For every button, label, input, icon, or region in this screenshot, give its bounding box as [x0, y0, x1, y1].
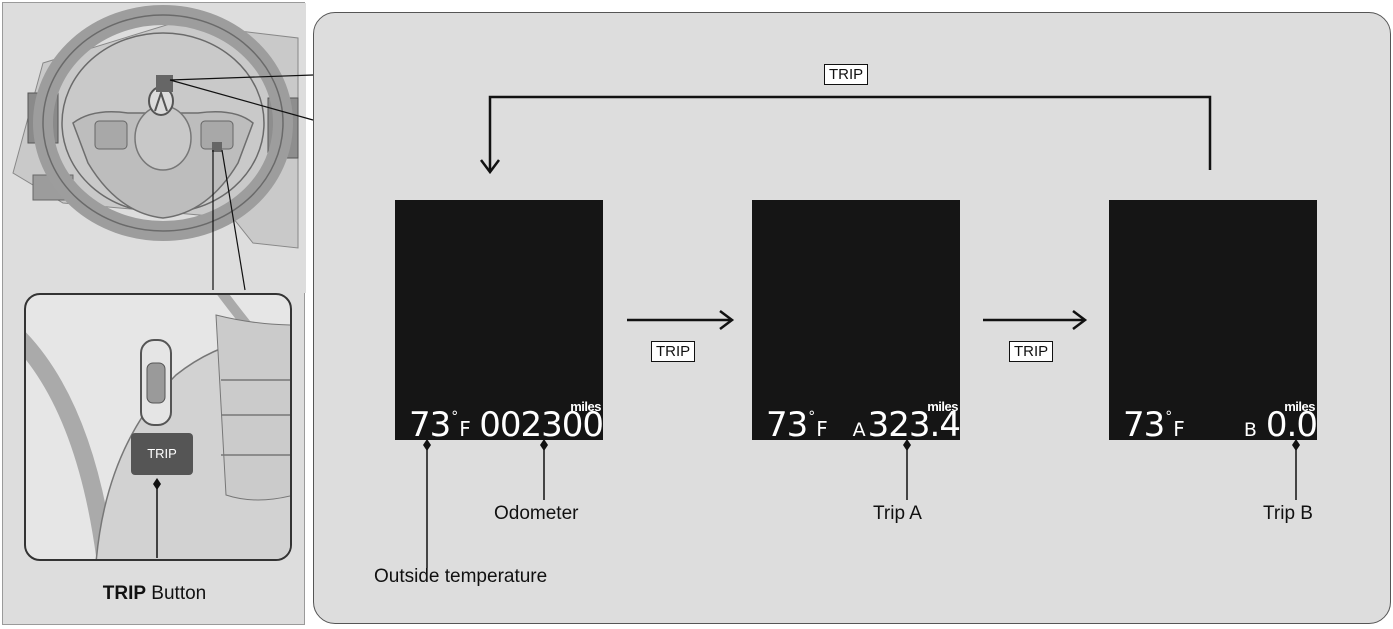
outside-temperature-value: 73°F	[1123, 405, 1185, 445]
display-screen-trip-b: miles 73°F B 0.0	[1109, 200, 1318, 445]
unit-label: miles	[1284, 399, 1315, 414]
degree-symbol: °	[451, 409, 458, 425]
display-screen-trip-a: miles 73°F A323.4	[752, 200, 961, 445]
callout-trip-a: Trip A	[873, 503, 922, 524]
caption-rest: Button	[146, 583, 207, 604]
odometer-value: 002300	[479, 405, 604, 445]
unit-label: miles	[570, 399, 601, 414]
trip-letter: B	[1243, 419, 1257, 441]
trip-label-second: TRIP	[1009, 341, 1054, 362]
unit-label: miles	[927, 399, 958, 414]
trip-button-caption: TRIP Button	[3, 583, 306, 605]
trip-number: 323.4	[867, 405, 961, 445]
callout-outside-temperature: Outside temperature	[374, 566, 548, 587]
trip-button[interactable]: TRIP	[147, 446, 177, 461]
outside-temperature-value: 73°F	[766, 405, 828, 445]
trip-label-first: TRIP	[651, 341, 696, 362]
temp-number: 73	[766, 405, 808, 445]
temp-unit: F	[1173, 417, 1184, 441]
callout-trip-b: Trip B	[1263, 503, 1313, 524]
callout-odometer: Odometer	[494, 503, 579, 524]
trip-b-value: B 0.0	[1243, 405, 1318, 445]
outside-temperature-value: 73°F	[409, 405, 471, 445]
temp-number: 73	[409, 405, 451, 445]
degree-symbol: °	[808, 409, 815, 425]
trip-number: 0.0	[1265, 405, 1318, 445]
display-screen-odometer: miles 73°F 002300	[395, 200, 604, 445]
degree-symbol: °	[1165, 409, 1172, 425]
caption-bold: TRIP	[102, 583, 147, 604]
trip-label-loop: TRIP	[824, 64, 869, 85]
trip-letter: A	[852, 419, 866, 441]
trip-button-closeup: TRIP	[24, 293, 292, 561]
steering-wheel-illustration	[3, 3, 306, 293]
trip-a-value: A323.4	[852, 405, 961, 445]
temp-number: 73	[1123, 405, 1165, 445]
steering-wheel-panel: TRIP TRIP Button	[2, 2, 306, 625]
switch-closeup-illustration	[26, 295, 290, 559]
temp-unit: F	[816, 417, 827, 441]
temp-unit: F	[459, 417, 470, 441]
